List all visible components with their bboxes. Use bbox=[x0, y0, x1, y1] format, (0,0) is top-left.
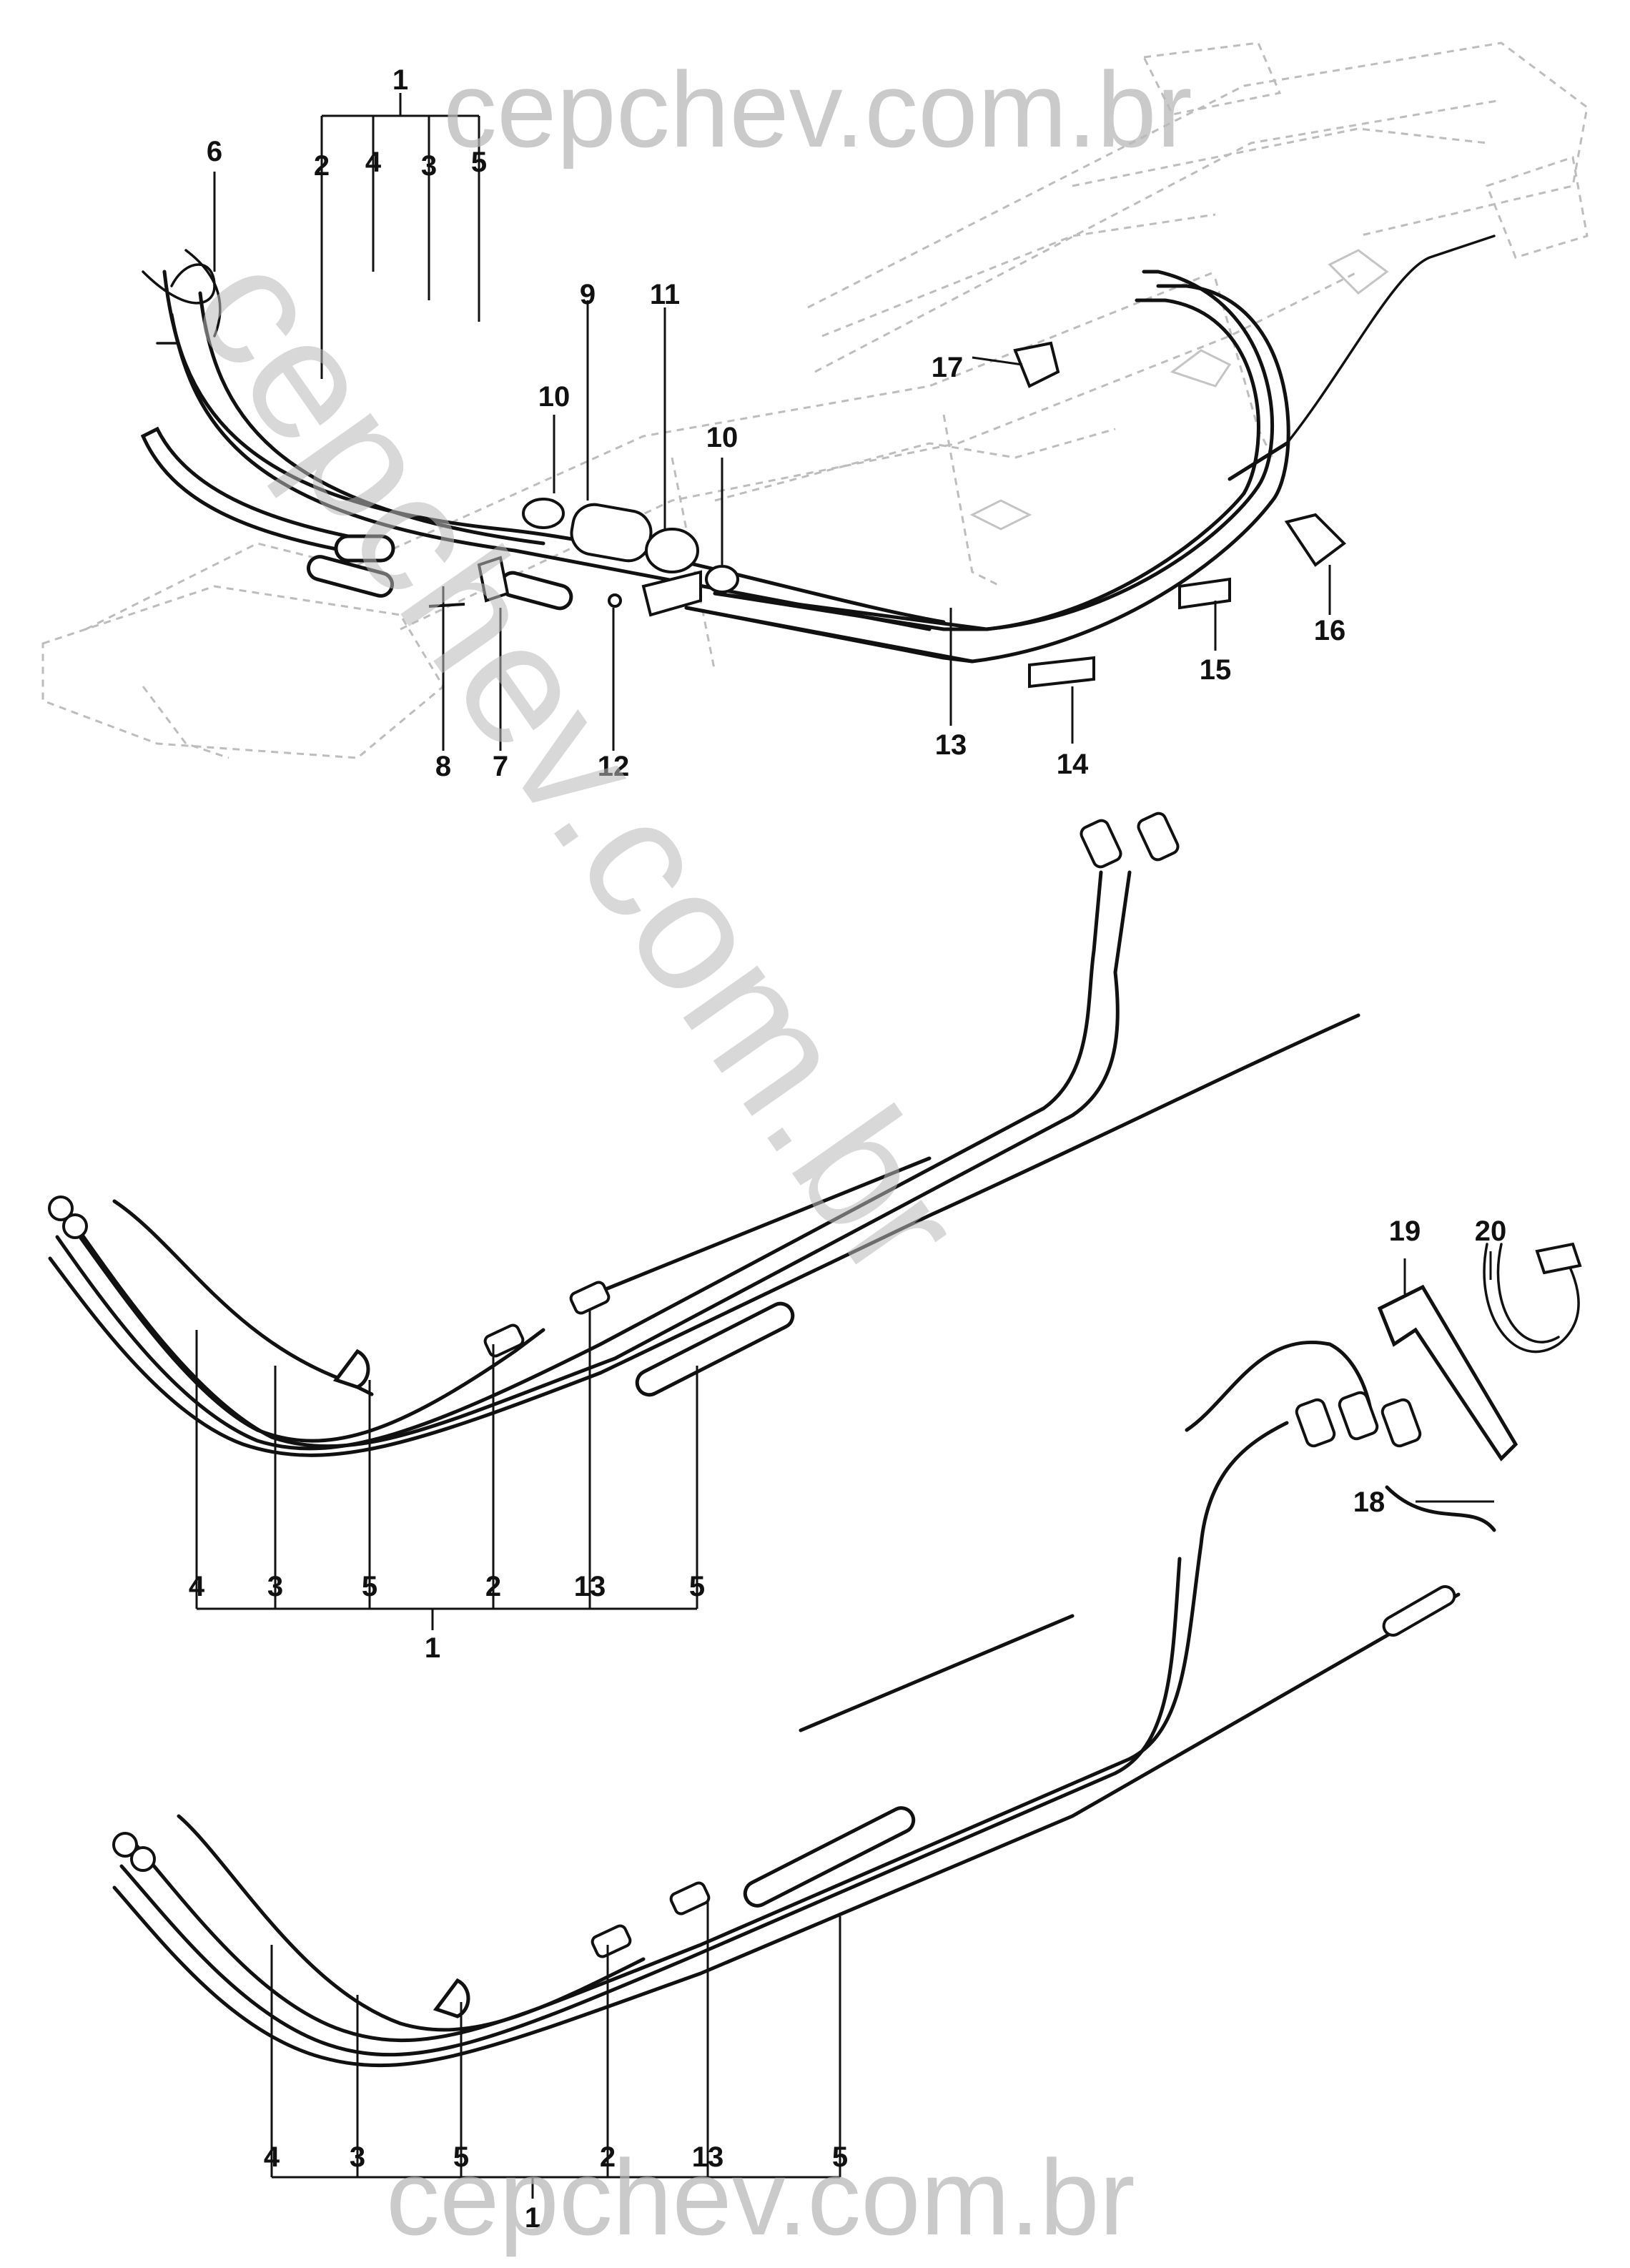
middle-line-bundle bbox=[48, 812, 1360, 1457]
callout-20: 20 bbox=[1475, 1216, 1507, 1247]
middle-callouts: 4 3 5 2 13 5 1 19 20 18 bbox=[189, 1216, 1506, 1664]
callout-1: 1 bbox=[525, 2202, 540, 2234]
callout-4: 4 bbox=[264, 2141, 280, 2173]
callout-11: 11 bbox=[650, 279, 680, 310]
harness-wires bbox=[142, 249, 222, 345]
callout-13: 13 bbox=[574, 1571, 606, 1602]
callout-14: 14 bbox=[1057, 749, 1089, 780]
bottom-leaders bbox=[270, 1902, 841, 2199]
callout-1: 1 bbox=[425, 1632, 440, 1664]
callout-8: 8 bbox=[435, 751, 451, 782]
callout-17: 17 bbox=[932, 352, 964, 383]
callout-3: 3 bbox=[350, 2141, 365, 2173]
callout-6: 6 bbox=[207, 136, 222, 167]
callout-5a: 5 bbox=[362, 1571, 377, 1602]
callout-4: 4 bbox=[189, 1571, 205, 1602]
watermark-diagonal: cepchev.com.br bbox=[156, 219, 1000, 1311]
part-20-tie-strap bbox=[1483, 1242, 1582, 1354]
callout-18: 18 bbox=[1353, 1486, 1386, 1518]
clip-16 bbox=[1284, 513, 1347, 567]
clip-15 bbox=[1178, 577, 1231, 610]
bottom-callouts: 4 3 5 2 13 5 1 bbox=[264, 2141, 848, 2234]
top-leaders bbox=[213, 93, 1331, 751]
callout-13: 13 bbox=[935, 729, 967, 761]
part-19-bracket bbox=[1377, 1284, 1518, 1461]
clip-14 bbox=[1028, 656, 1095, 689]
chassis-frame-ghost bbox=[41, 41, 1589, 759]
callout-5b: 5 bbox=[689, 1571, 705, 1602]
top-line-bundle bbox=[140, 235, 1496, 664]
callout-19: 19 bbox=[1389, 1216, 1421, 1247]
callout-10a: 10 bbox=[538, 381, 570, 413]
callout-15: 15 bbox=[1200, 654, 1232, 686]
watermark-bottom: cepchev.com.br bbox=[386, 2137, 1135, 2257]
callout-5b: 5 bbox=[832, 2141, 848, 2173]
watermark-top: cepchev.com.br bbox=[443, 49, 1192, 169]
part-18-tube bbox=[1185, 1341, 1496, 1532]
fuel-filter-assembly bbox=[428, 498, 739, 617]
callout-10b: 10 bbox=[706, 422, 739, 453]
callout-5: 5 bbox=[471, 147, 487, 178]
callout-1: 1 bbox=[392, 64, 408, 96]
callout-3: 3 bbox=[421, 150, 437, 182]
callout-12: 12 bbox=[598, 751, 630, 782]
callout-13: 13 bbox=[692, 2141, 724, 2173]
callout-7: 7 bbox=[493, 751, 508, 782]
callout-4: 4 bbox=[365, 147, 382, 178]
callout-16: 16 bbox=[1314, 615, 1346, 646]
callout-9: 9 bbox=[580, 279, 596, 310]
callout-2: 2 bbox=[314, 150, 330, 182]
callout-3: 3 bbox=[267, 1571, 283, 1602]
top-callouts: 1 2 4 3 5 6 9 11 10 10 17 8 7 12 13 14 1… bbox=[207, 64, 1345, 782]
callout-5a: 5 bbox=[453, 2141, 469, 2173]
callout-2: 2 bbox=[485, 1571, 501, 1602]
callout-2: 2 bbox=[600, 2141, 616, 2173]
bottom-line-bundle bbox=[112, 1421, 1461, 2068]
clip-17 bbox=[1013, 341, 1060, 388]
middle-leaders bbox=[195, 1251, 1494, 1630]
